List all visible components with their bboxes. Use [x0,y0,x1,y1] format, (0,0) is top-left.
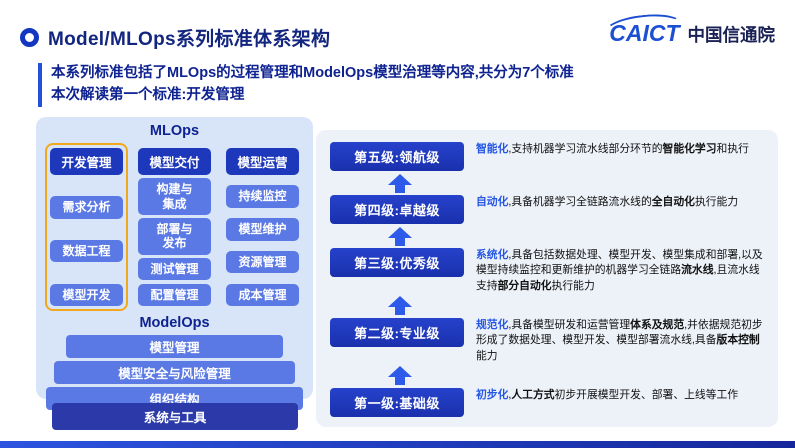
level-text-bold: 体系及规范 [630,318,685,331]
maturity-level-3: 第三级:优秀级 系统化,具备包括数据处理、模型开发、模型集成和部署,以及模型持续… [330,248,764,294]
caict-logo-brand: CAICT [602,10,686,48]
maturity-level-2: 第二级:专业级 规范化,具备模型研发和运营管理体系及规范,并依据规范初步形成了数… [330,317,764,364]
level-text: ,且流水线支持 [476,264,760,292]
level-text-bold: 全自动化 [651,196,695,208]
modelops-row: 模型管理 [65,335,284,358]
mlops-column-header: 模型交付 [138,148,211,175]
mlops-column-header: 开发管理 [50,148,123,175]
modelops-row: 模型安全与风险管理 [54,361,295,384]
level-text: 执行能力 [694,196,739,208]
level-text-bold: 智能化学习 [662,143,717,155]
level-description: 自动化,具备机器学习全链路流水线的全自动化执行能力 [476,195,738,210]
level-text: ,并依据规范初步形成了数据处理、模型开发、模型部署流水线,具备 [476,318,763,347]
mlops-item: 模型维护 [226,218,299,241]
intro-line2: 本次解读第一个标准:开发管理 [51,86,245,103]
maturity-level-1: 第一级:基础级 初步化,人工方式初步开展模型开发、部署、上线等工作 [330,387,764,417]
level-text-bold: 流水线 [681,264,714,277]
mlops-column-model-operations: 模型运营 持续监控 模型维护 资源管理 成本管理 [221,143,304,311]
mlops-item: 部署与 发布 [138,218,211,255]
intro-line1: 本系列标准包括了MLOps的过程管理和ModelOps模型治理等内容,共分为7个… [51,65,574,81]
mlops-column-header: 模型运营 [226,148,299,175]
level-badge: 第二级:专业级 [330,317,464,347]
level-text: ,具备机器学习全链路流水线的 [508,196,652,208]
up-arrow-icon [388,173,412,193]
maturity-level-5: 第五级:领航级 智能化,支持机器学习流水线部分环节的智能化学习和执行 [330,142,764,171]
modelops-rows: 模型管理 模型安全与风险管理 组织结构 [45,335,304,410]
mlops-item: 模型开发 [50,283,123,306]
up-arrow-head [388,296,412,308]
level-text: 执行能力 [551,279,595,292]
modelops-panel-title: ModelOps [139,315,210,331]
level-keyword: 自动化 [476,196,509,208]
up-arrow-stem [395,377,405,386]
mlops-item: 构建与 集成 [138,178,211,215]
up-arrow-stem [395,237,405,246]
mlops-panel: MLOps 开发管理 需求分析 数据工程 模型开发 模型交付 构建与 集成 部署… [36,117,313,410]
level-keyword: 规范化 [476,318,509,331]
level-text: ,具备模型研发和运营管理 [508,318,631,331]
up-arrow-head [388,173,412,185]
caict-logo: CAICT 中国信通院 [602,10,776,48]
level-keyword: 智能化 [476,143,509,155]
mlops-item: 资源管理 [226,250,299,274]
level-text: 能力 [476,349,498,362]
up-arrow-head [388,366,412,378]
level-keyword: 系统化 [476,249,509,261]
up-arrow-icon [388,366,412,386]
level-text: , [508,388,512,401]
maturity-level-4: 第四级:卓越级 自动化,具备机器学习全链路流水线的全自动化执行能力 [330,195,764,224]
level-text: 和执行 [716,143,749,155]
mlops-item: 成本管理 [226,283,299,306]
mlops-item: 测试管理 [138,258,211,281]
level-keyword: 初步化 [476,388,509,401]
page-title: Model/MLOps系列标准体系架构 [48,29,331,50]
level-text-bold: 部分自动化 [497,279,552,292]
slide-bottom-bar [0,441,795,448]
modelops-row-systems-tools: 系统与工具 [52,403,298,430]
caict-logo-name: 中国信通院 [687,25,776,45]
mlops-item: 需求分析 [50,196,123,219]
level-text: 初步开展模型开发、部署、上线等工作 [554,388,739,401]
level-badge: 第四级:卓越级 [330,195,464,224]
up-arrow-head [388,226,412,238]
intro-block: 本系列标准包括了MLOps的过程管理和ModelOps模型治理等内容,共分为7个… [38,63,574,107]
up-arrow-stem [395,307,405,316]
mlops-item: 配置管理 [138,283,211,306]
bullet-ring-icon [20,28,39,47]
level-description: 智能化,支持机器学习流水线部分环节的智能化学习和执行 [476,142,749,157]
mlops-panel-title: MLOps [149,123,200,139]
level-text-bold: 版本控制 [716,334,760,347]
level-text: ,具备包括数据处理、模型开发、模型集成和部署,以及模型持续监控和更新维护的机器学… [476,249,763,277]
slide-header: Model/MLOps系列标准体系架构 [20,24,330,51]
maturity-panel: 第五级:领航级 智能化,支持机器学习流水线部分环节的智能化学习和执行 第四级:卓… [316,130,778,427]
level-text-bold: 人工方式 [511,388,555,401]
level-description: 规范化,具备模型研发和运营管理体系及规范,并依据规范初步形成了数据处理、模型开发… [476,318,764,364]
caict-logo-text: CAICT [609,20,680,46]
mlops-column-dev-management: 开发管理 需求分析 数据工程 模型开发 [45,143,128,311]
mlops-grid: 开发管理 需求分析 数据工程 模型开发 模型交付 构建与 集成 部署与 发布 测… [45,143,304,311]
level-text: ,支持机器学习流水线部分环节的 [508,143,663,155]
mlops-item: 持续监控 [226,185,299,208]
up-arrow-icon [388,296,412,316]
level-badge: 第三级:优秀级 [330,248,464,277]
up-arrow-icon [388,226,412,246]
mlops-column-model-delivery: 模型交付 构建与 集成 部署与 发布 测试管理 配置管理 [133,143,216,311]
level-description: 初步化,人工方式初步开展模型开发、部署、上线等工作 [476,388,738,403]
level-description: 系统化,具备包括数据处理、模型开发、模型集成和部署,以及模型持续监控和更新维护的… [476,248,764,294]
level-badge: 第五级:领航级 [330,142,464,171]
up-arrow-stem [395,184,405,193]
mlops-item: 数据工程 [50,239,123,263]
level-badge: 第一级:基础级 [330,387,464,417]
